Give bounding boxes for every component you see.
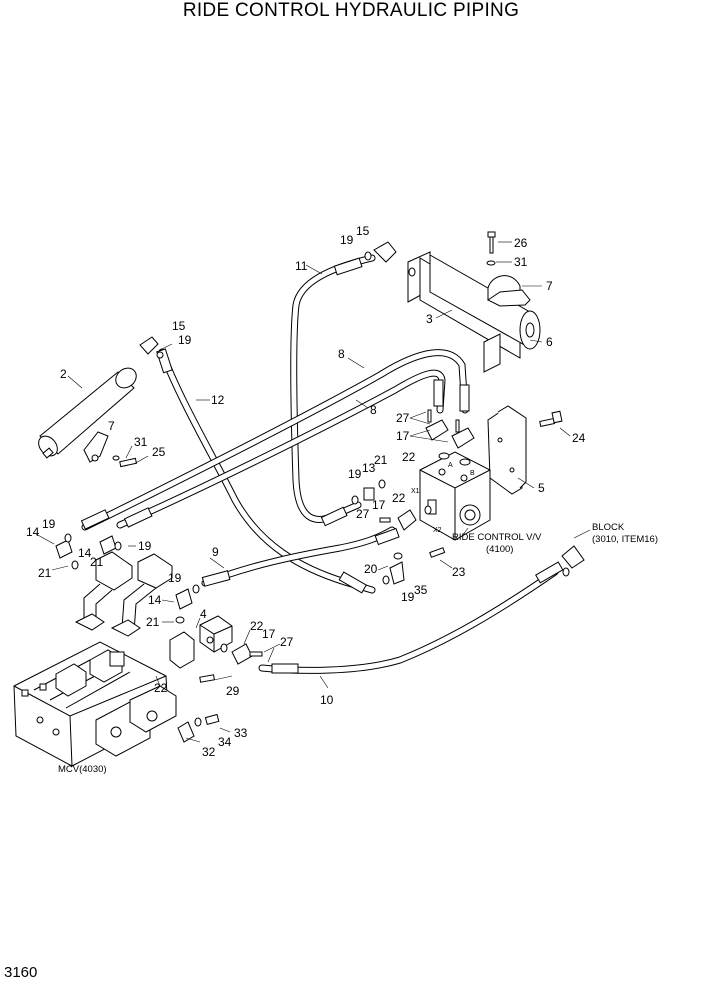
callout-number: 19 [138, 539, 152, 553]
port-x1-label: X1 [411, 488, 420, 495]
callout-number: 22 [402, 450, 416, 464]
callout-number: 5 [538, 481, 545, 495]
callout-number: 35 [414, 583, 428, 597]
callout-number: 22 [154, 681, 168, 695]
clamp-7-lower [83, 431, 109, 463]
callout-number: 21 [38, 566, 52, 580]
callout-number: 31 [134, 435, 148, 449]
hose-ferrules [80, 257, 564, 674]
callout-number: 32 [202, 745, 216, 759]
port-b-label: B [470, 470, 475, 477]
bolt-26 [486, 231, 496, 266]
fittings [55, 241, 585, 624]
ride-control-valve [419, 451, 491, 541]
flange-27-17-top [425, 409, 475, 449]
callout-number: 25 [152, 445, 166, 459]
callout-number: 23 [452, 565, 466, 579]
mcv-4030 [13, 641, 177, 767]
manifold-pipes [74, 551, 173, 637]
ride-control-valve-code: (4100) [486, 544, 513, 555]
leader-lines [35, 241, 591, 743]
callout-number: 22 [392, 491, 406, 505]
callout-number: 11 [295, 259, 308, 273]
callout-number: 19 [168, 571, 182, 585]
page-number: 3160 [4, 964, 38, 981]
callout-number: 15 [356, 224, 370, 238]
callout-number: 3 [426, 312, 433, 326]
bracket-5 [487, 405, 527, 495]
callout-number: 15 [172, 319, 186, 333]
port-a-label: A [448, 462, 453, 469]
callout-number: 17 [372, 498, 386, 512]
hose-12 [158, 348, 376, 594]
callout-number: 31 [514, 255, 528, 269]
callout-number: 19 [348, 467, 362, 481]
callout-number: 20 [364, 562, 378, 576]
callout-number: 14 [78, 546, 92, 560]
bolt-24 [539, 410, 563, 427]
callout-number: 19 [42, 517, 56, 531]
callout-number: 19 [178, 333, 192, 347]
callout-number: 17 [396, 429, 410, 443]
callout-number: 10 [320, 693, 334, 707]
callout-number: 9 [212, 545, 219, 559]
block-4 [169, 615, 263, 683]
callout-number: 8 [338, 347, 345, 361]
callout-number: 27 [396, 411, 410, 425]
bolt-25 [112, 455, 138, 468]
fitting-32-34-33 [177, 713, 220, 743]
cylinder-2 [38, 336, 164, 459]
callout-number: 19 [401, 590, 415, 604]
callout-number: 8 [370, 403, 377, 417]
hose-8-lower [116, 369, 446, 529]
callout-number: 7 [546, 279, 553, 293]
callout-number: 22 [250, 619, 264, 633]
page-title: RIDE CONTROL HYDRAULIC PIPING [182, 0, 520, 21]
callout-number: 21 [146, 615, 160, 629]
hose-11 [290, 254, 376, 523]
hose-8-upper [81, 349, 469, 531]
ride-control-valve-label: RIDE CONTROL V/V [452, 532, 542, 543]
callout-number: 33 [234, 726, 248, 740]
callout-number: 34 [218, 735, 232, 749]
callout-number: 24 [572, 431, 586, 445]
callout-number: 14 [26, 525, 40, 539]
callout-number: 21 [90, 555, 104, 569]
callout-number: 14 [148, 593, 162, 607]
callout-number: 26 [514, 236, 528, 250]
callout-number: 2 [60, 367, 67, 381]
callout-number: 17 [262, 627, 276, 641]
callout-number: 27 [356, 507, 370, 521]
clamp-7-upper [487, 289, 531, 307]
callout-number: 12 [211, 393, 225, 407]
callout-number: 27 [280, 635, 294, 649]
accumulator-3 [407, 251, 541, 373]
hose-10 [258, 568, 559, 674]
block-label: BLOCK [592, 522, 625, 533]
callout-number: 29 [226, 684, 240, 698]
block-ref: (3010, ITEM16) [592, 534, 658, 545]
callout-number: 13 [362, 461, 376, 475]
callout-number: 21 [374, 453, 388, 467]
callout-number: 4 [200, 607, 207, 621]
mcv-label: MCV(4030) [58, 764, 107, 775]
callout-number: 7 [108, 419, 115, 433]
port-x2-label: X2 [433, 527, 442, 534]
callout-number: 6 [546, 335, 553, 349]
callout-number: 19 [340, 233, 354, 247]
